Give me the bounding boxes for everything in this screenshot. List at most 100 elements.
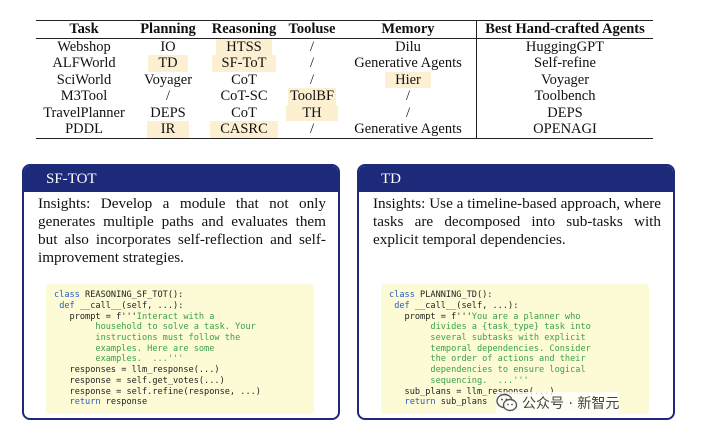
cell-reasoning: HTSS <box>204 38 284 55</box>
cell-tooluse: / <box>309 38 315 55</box>
sf-tot-panel: SF-TOT Insights: Develop a module that n… <box>22 164 340 420</box>
table-row: M3Tool / CoT-SC ToolBF / Toolbench <box>36 88 653 105</box>
code-block: class REASONING_SF_TOT(): def __call__(s… <box>46 284 314 414</box>
code-text: response = self.refine(response, ...) <box>69 386 261 397</box>
code-string: several subtasks with explicit <box>430 333 586 344</box>
code-text: sub_plans <box>435 397 488 408</box>
code-string: divides a {task_type} task into <box>430 322 591 333</box>
cell-best: DEPS <box>547 104 583 121</box>
cell-planning: Voyager <box>143 71 193 88</box>
code-keyword: def <box>394 300 410 311</box>
code-keyword: def <box>59 300 75 311</box>
code-string: sequencing. ...''' <box>430 375 529 386</box>
cell-memory: Generative Agents <box>340 121 477 138</box>
header-best-agents: Best Hand-crafted Agents <box>485 21 645 37</box>
code-text: REASONING_SF_TOT(): <box>79 290 184 301</box>
header-memory: Memory <box>340 20 477 38</box>
cell-tooluse: / <box>309 55 315 71</box>
cell-reasoning: CoT <box>231 71 257 88</box>
header-task: Task <box>69 21 99 37</box>
cell-planning: TD <box>132 55 204 72</box>
table-row: PDDL IR CASRC / Generative Agents OPENAG… <box>36 121 653 138</box>
cell-memory: Generative Agents <box>340 55 477 72</box>
code-string: temporal dependencies. Consider <box>430 343 591 354</box>
code-text: __call__(self, ...): <box>74 300 184 311</box>
code-string: dependencies to ensure logical <box>430 365 586 376</box>
code-block: class PLANNING_TD(): def __call__(self, … <box>381 284 649 414</box>
code-string: You are a planner who <box>471 311 581 322</box>
header-planning: Planning <box>140 21 196 37</box>
cell-task: Webshop <box>57 38 111 55</box>
code-string: Interact with a <box>136 311 215 322</box>
code-text: sub_plans = llm_response(...) <box>404 386 555 397</box>
highlighted-cell: ToolBF <box>287 88 337 105</box>
highlighted-cell: IR <box>146 121 190 138</box>
code-string: examples. ...''' <box>95 354 184 365</box>
cell-reasoning: CoT-SC <box>220 88 268 104</box>
code-keyword: class <box>54 290 80 301</box>
cell-tooluse: / <box>309 71 315 88</box>
table-row: SciWorld Voyager CoT / Hier Voyager <box>36 71 653 88</box>
cell-tooluse: ToolBF <box>284 88 340 105</box>
code-text: responses = llm_response(...) <box>69 365 220 376</box>
code-text: __call__(self, ...): <box>409 300 519 311</box>
highlighted-cell: Hier <box>385 71 431 88</box>
cell-tooluse: / <box>309 121 315 137</box>
td-panel: TD Insights: Use a timeline-based approa… <box>357 164 675 420</box>
code-text: response <box>100 397 148 408</box>
highlighted-cell: TD <box>148 55 188 72</box>
code-text: response = self.get_votes(...) <box>69 375 225 386</box>
panel-insight: Insights: Develop a module that not only… <box>38 195 326 266</box>
code-text: prompt = f''' <box>404 311 472 322</box>
code-keyword: class <box>389 290 415 301</box>
cell-best: HuggingGPT <box>525 38 605 55</box>
code-text: PLANNING_TD(): <box>414 290 493 301</box>
results-table-wrapper: Task Planning Reasoning Tooluse Memory B… <box>36 20 653 139</box>
code-string: the order of actions and their <box>430 354 586 365</box>
code-string: household to solve a task. Your <box>95 322 256 333</box>
header-tooluse: Tooluse <box>288 21 336 37</box>
cell-reasoning: SF-ToT <box>204 55 284 72</box>
cell-memory: Dilu <box>340 38 477 55</box>
table-row: TravelPlanner DEPS CoT TH / DEPS <box>36 104 653 121</box>
highlighted-cell: TH <box>286 104 338 121</box>
highlighted-cell: SF-ToT <box>211 55 277 72</box>
panel-title: TD <box>359 166 673 192</box>
cell-memory: Hier <box>340 71 477 88</box>
agent-comparison-table: Task Planning Reasoning Tooluse Memory B… <box>36 20 653 139</box>
cell-task: SciWorld <box>56 71 112 88</box>
cell-best: OPENAGI <box>533 121 597 137</box>
panel-insight: Insights: Use a timeline-based approach,… <box>373 195 661 248</box>
code-text: prompt = f''' <box>69 311 137 322</box>
code-string: examples. Here are some <box>95 343 215 354</box>
cell-tooluse: TH <box>284 104 340 121</box>
code-keyword: return <box>69 397 101 408</box>
code-string: instructions must follow the <box>95 333 241 344</box>
cell-planning: / <box>165 88 171 104</box>
cell-memory: / <box>340 104 477 121</box>
cell-task: PDDL <box>65 121 103 137</box>
cell-best: Toolbench <box>534 88 596 104</box>
cell-task: M3Tool <box>60 88 108 104</box>
cell-best: Voyager <box>540 71 590 88</box>
code-keyword: return <box>404 397 436 408</box>
cell-best: Self-refine <box>534 55 596 71</box>
cell-task: ALFWorld <box>52 55 116 71</box>
highlighted-cell: HTSS <box>216 38 272 55</box>
cell-planning: IO <box>160 38 176 55</box>
cell-reasoning: CoT <box>231 104 257 121</box>
table-header-row: Task Planning Reasoning Tooluse Memory B… <box>36 20 653 38</box>
watermark-text: 公众号 · 新智元 <box>522 396 620 412</box>
cell-planning: DEPS <box>150 104 186 121</box>
highlighted-cell: CASRC <box>210 121 278 138</box>
header-reasoning: Reasoning <box>211 21 277 37</box>
cell-memory: / <box>340 88 477 105</box>
table-row: Webshop IO HTSS / Dilu HuggingGPT <box>36 38 653 55</box>
cell-reasoning: CASRC <box>204 121 284 138</box>
watermark: 公众号 · 新智元 <box>496 392 620 414</box>
wechat-icon <box>496 393 518 413</box>
table-row: ALFWorld TD SF-ToT / Generative Agents S… <box>36 55 653 72</box>
panel-title: SF-TOT <box>24 166 338 192</box>
cell-task: TravelPlanner <box>43 104 125 121</box>
cell-planning: IR <box>132 121 204 138</box>
